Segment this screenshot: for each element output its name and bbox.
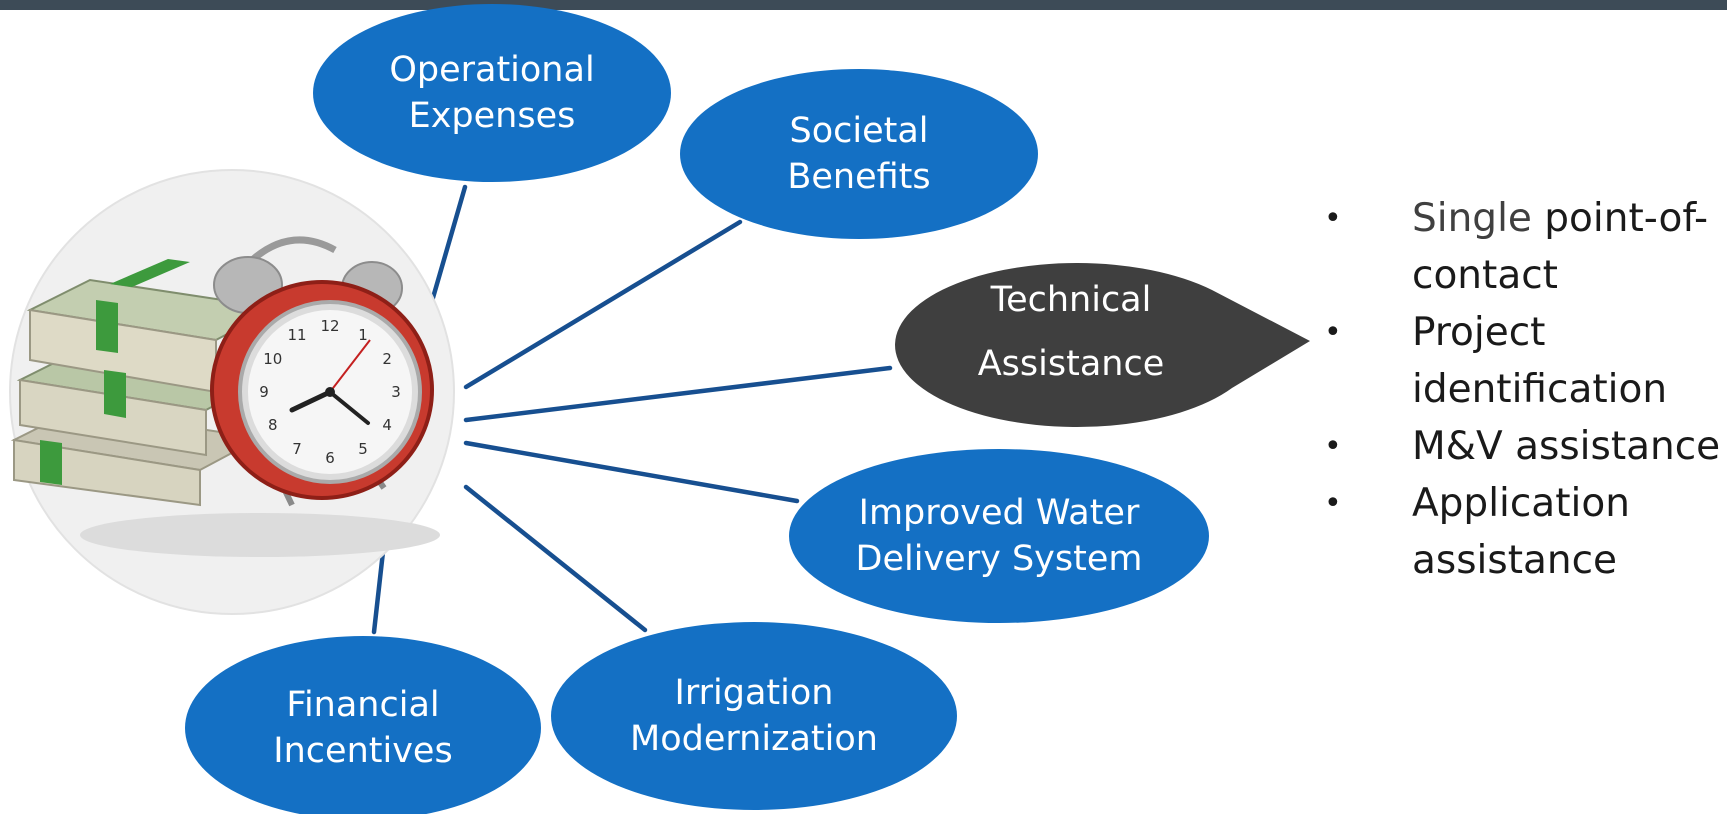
connector-technical-assistance xyxy=(463,365,893,423)
top-bar xyxy=(0,0,1727,10)
detail-item-text: M&V assistance xyxy=(1412,424,1721,469)
bubble-line: Improved Water xyxy=(858,493,1140,533)
bubble-line: Assistance xyxy=(977,344,1165,384)
bubble-societal-benefits-shape xyxy=(680,69,1038,239)
bubble-line: Modernization xyxy=(630,719,878,759)
bubble-shapes xyxy=(185,4,1310,814)
bubble-technical-assistance-shape xyxy=(895,263,1310,428)
clock-numeral: 11 xyxy=(287,326,306,344)
bubble-financial-incentives-shape xyxy=(185,636,541,814)
bubble-line: Delivery System xyxy=(855,539,1143,579)
bubble-financial-incentives: Financial Incentives xyxy=(185,636,541,820)
clock-numeral: 6 xyxy=(325,449,335,467)
clock-numeral: 2 xyxy=(382,350,392,368)
detail-item-text: Application assistance xyxy=(1412,481,1630,583)
connector-societal-benefits xyxy=(463,219,743,390)
bubble-operational-expenses: Operational Expenses xyxy=(313,4,671,182)
clock-numeral: 7 xyxy=(292,440,302,458)
bubble-line: Technical xyxy=(990,280,1152,320)
bubble-societal-benefits: Societal Benefits xyxy=(680,69,1038,239)
detail-item: Project identification xyxy=(1312,304,1722,418)
connector-improved-water-delivery xyxy=(463,440,800,504)
bubble-irrigation-modernization-shape xyxy=(551,622,957,810)
detail-item-text: point-of-contact xyxy=(1412,196,1709,298)
bubble-technical-assistance: Technical Assistance xyxy=(890,250,1252,414)
bubble-line: Societal xyxy=(789,111,929,151)
clock-numeral: 12 xyxy=(320,317,339,335)
bubble-line: Operational xyxy=(389,50,595,90)
clock-numeral: 9 xyxy=(259,383,269,401)
clock-numeral: 3 xyxy=(391,383,401,401)
clock-numeral: 1 xyxy=(358,326,368,344)
bubble-line: Incentives xyxy=(273,731,453,771)
clock-numeral: 4 xyxy=(382,416,392,434)
detail-item: M&V assistance xyxy=(1312,418,1722,475)
bubble-line: Irrigation xyxy=(674,673,834,713)
technical-assistance-details-list: Single point-of-contact Project identifi… xyxy=(1312,190,1722,589)
bubble-line: Benefits xyxy=(787,157,931,197)
bubble-irrigation-modernization: Irrigation Modernization xyxy=(551,622,957,810)
detail-item-text: Project identification xyxy=(1412,310,1668,412)
clock-numeral: 10 xyxy=(263,350,282,368)
connector-operational-expenses xyxy=(425,184,468,318)
bubble-line: Financial xyxy=(286,685,440,725)
detail-item-lead: Single xyxy=(1412,196,1532,241)
alarm-clock-with-money-icon: 12 12 3 45 6 78 9 10 11 xyxy=(9,169,455,615)
clock-numeral: 8 xyxy=(268,416,278,434)
bubble-improved-water-delivery-shape xyxy=(789,449,1209,623)
clock-numeral: 5 xyxy=(358,440,368,458)
bubble-operational-expenses-shape xyxy=(313,4,671,182)
bubble-line: Expenses xyxy=(408,96,576,136)
detail-item: Application assistance xyxy=(1312,475,1722,589)
bubble-improved-water-delivery: Improved Water Delivery System xyxy=(789,449,1209,623)
detail-item: Single point-of-contact xyxy=(1312,190,1722,304)
alarm-clock-icon: 12 12 3 45 6 78 9 10 11 xyxy=(210,236,434,507)
connector-irrigation-modernization xyxy=(463,484,648,633)
